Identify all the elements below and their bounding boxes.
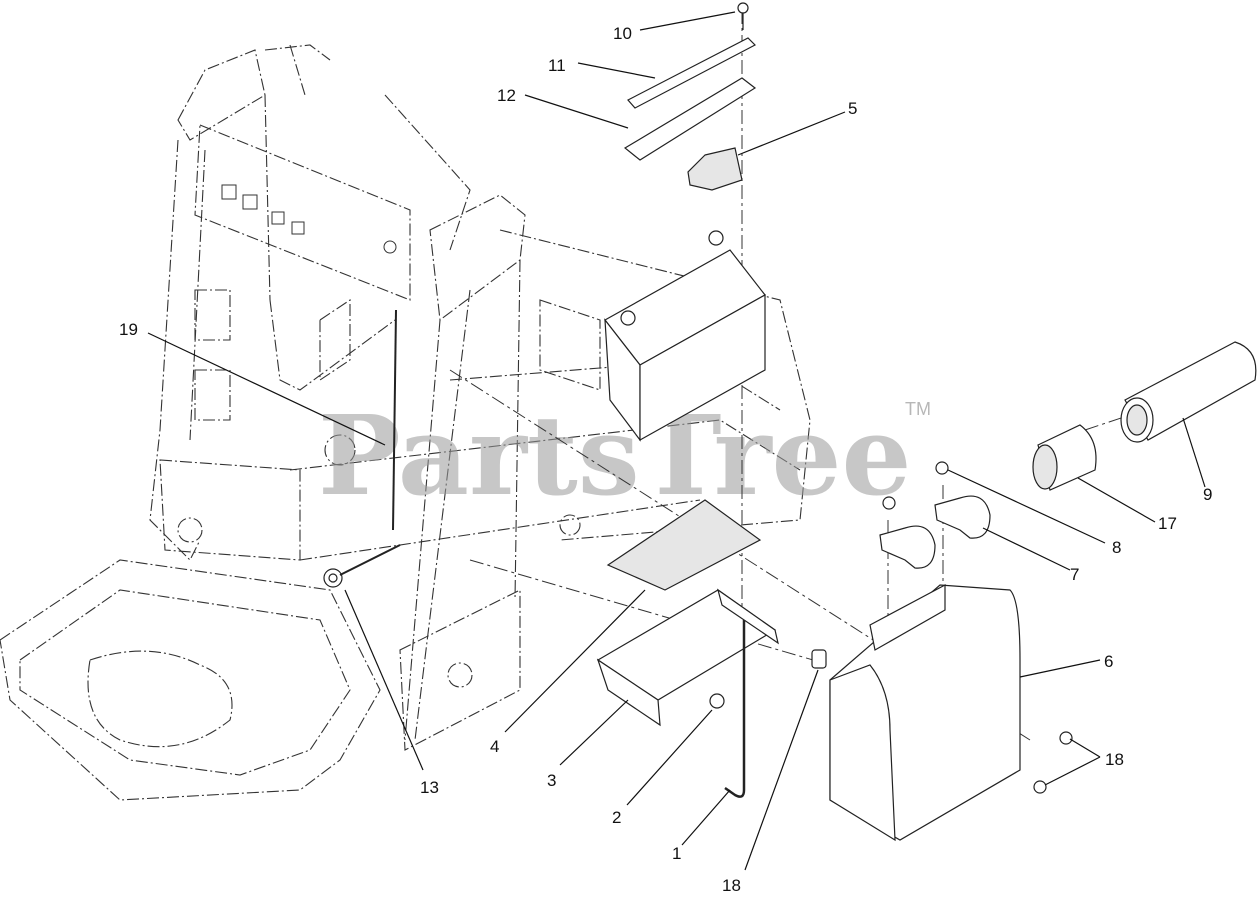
part-battery-pad: [606, 499, 762, 591]
part-screw: [709, 693, 725, 709]
callout-6: 6: [1104, 652, 1113, 671]
part-hold-down-strap: [627, 37, 757, 109]
part-tube: [1120, 341, 1257, 443]
callout-12: 12: [497, 86, 516, 105]
callout-19: 19: [119, 320, 138, 339]
part-cover-screws: [1033, 731, 1073, 794]
callout-18: 18: [722, 876, 741, 895]
part-terminal-boot: [687, 147, 743, 191]
callout-1: 1: [672, 844, 681, 863]
part-plug: [1032, 424, 1097, 491]
callout-3: 3: [547, 771, 556, 790]
part-clamps: [879, 495, 991, 569]
leader-lines: [147, 11, 1206, 871]
part-bracket: [623, 77, 757, 161]
part-cable-tie: [392, 309, 397, 531]
callout-15: 17: [1158, 514, 1177, 533]
callout-11: 11: [548, 56, 566, 75]
part-battery-cover: [829, 584, 1021, 842]
callout-2: 2: [612, 808, 621, 827]
watermark-trademark: TM: [905, 399, 931, 419]
callout-7: 7: [1070, 565, 1079, 584]
callout-5: 5: [848, 99, 857, 118]
part-clamp-screws: [882, 461, 949, 510]
callout-13: 13: [420, 778, 439, 797]
callout-10: 10: [613, 24, 632, 43]
part-bolt-top: [737, 2, 749, 30]
part-battery-tray: [596, 588, 779, 727]
part-battery: [604, 230, 766, 442]
callout-4: 4: [490, 737, 499, 756]
callout-9: 9: [1203, 485, 1212, 504]
callout-17: 18: [1105, 750, 1124, 769]
watermark-text: PartsTree: [318, 391, 912, 520]
part-spacer: [811, 649, 827, 669]
machine-frame: [0, 44, 811, 801]
part-j-bolt: [724, 620, 746, 798]
part-cable-end: [323, 544, 401, 588]
callout-8: 8: [1112, 538, 1121, 557]
